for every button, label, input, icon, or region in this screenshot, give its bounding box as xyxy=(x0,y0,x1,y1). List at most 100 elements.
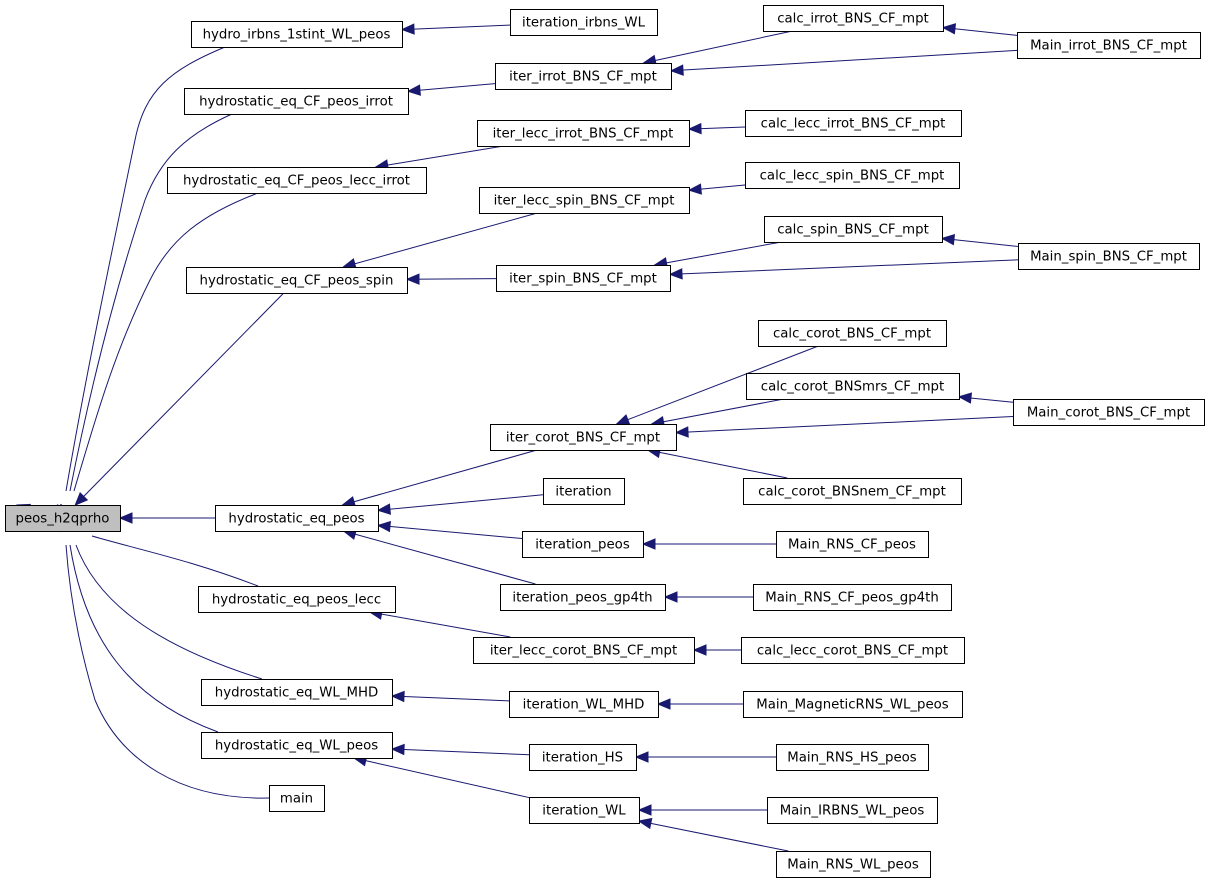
node-main[interactable]: main xyxy=(269,785,325,812)
node-box[interactable] xyxy=(776,531,929,558)
node-calc_corot_BNSmrs_CF_mpt[interactable]: calc_corot_BNSmrs_CF_mpt xyxy=(746,373,960,400)
node-Main_IRBNS_WL_peos[interactable]: Main_IRBNS_WL_peos xyxy=(767,797,938,824)
node-iter_lecc_spin_BNS_CF_mpt[interactable]: iter_lecc_spin_BNS_CF_mpt xyxy=(479,187,690,214)
node-Main_irrot_BNS_CF_mpt[interactable]: Main_irrot_BNS_CF_mpt xyxy=(1017,32,1201,59)
node-box[interactable] xyxy=(529,744,637,771)
node-hydrostatic_eq_CF_peos_irrot[interactable]: hydrostatic_eq_CF_peos_irrot xyxy=(184,88,409,115)
node-box[interactable] xyxy=(198,586,396,613)
node-box[interactable] xyxy=(269,785,325,812)
node-box[interactable] xyxy=(477,120,690,147)
node-Main_MagneticRNS_WL_peos[interactable]: Main_MagneticRNS_WL_peos xyxy=(743,691,963,718)
edge-line xyxy=(343,530,536,585)
node-box[interactable] xyxy=(495,63,672,90)
node-calc_corot_BNS_CF_mpt[interactable]: calc_corot_BNS_CF_mpt xyxy=(758,320,947,347)
node-box[interactable] xyxy=(1013,399,1205,426)
arrowhead xyxy=(941,23,957,35)
node-box[interactable] xyxy=(215,505,379,532)
node-Main_RNS_CF_peos[interactable]: Main_RNS_CF_peos xyxy=(776,531,929,558)
node-box[interactable] xyxy=(1018,243,1200,270)
node-label: Main_irrot_BNS_CF_mpt xyxy=(1030,39,1187,54)
node-iteration_irbns_WL[interactable]: iteration_irbns_WL xyxy=(510,9,658,36)
arrowhead xyxy=(637,804,652,816)
node-box[interactable] xyxy=(764,216,943,243)
node-hydrostatic_eq_WL_MHD[interactable]: hydrostatic_eq_WL_MHD xyxy=(201,679,393,706)
node-iteration[interactable]: iteration xyxy=(543,478,625,505)
node-iteration_peos_gp4th[interactable]: iteration_peos_gp4th xyxy=(500,584,666,611)
node-calc_lecc_irrot_BNS_CF_mpt[interactable]: calc_lecc_irrot_BNS_CF_mpt xyxy=(745,110,962,137)
node-Main_RNS_WL_peos[interactable]: Main_RNS_WL_peos xyxy=(776,851,931,878)
node-box[interactable] xyxy=(473,637,695,664)
node-box[interactable] xyxy=(543,478,625,505)
node-calc_spin_BNS_CF_mpt[interactable]: calc_spin_BNS_CF_mpt xyxy=(764,216,943,243)
edge-line xyxy=(65,46,226,492)
node-hydrostatic_eq_WL_peos[interactable]: hydrostatic_eq_WL_peos xyxy=(201,732,393,759)
node-iteration_WL_MHD[interactable]: iteration_WL_MHD xyxy=(509,691,659,718)
node-box[interactable] xyxy=(741,637,965,664)
node-box[interactable] xyxy=(529,797,640,824)
node-box[interactable] xyxy=(522,531,644,558)
node-iteration_WL[interactable]: iteration_WL xyxy=(529,797,640,824)
node-box[interactable] xyxy=(758,320,947,347)
arrowhead xyxy=(940,234,956,246)
node-box[interactable] xyxy=(743,478,962,505)
node-box[interactable] xyxy=(500,584,666,611)
edge-Main_IRBNS_WL_peos-to-iteration_WL xyxy=(637,804,767,816)
node-Main_RNS_CF_peos_gp4th[interactable]: Main_RNS_CF_peos_gp4th xyxy=(753,584,952,611)
node-box[interactable] xyxy=(201,679,393,706)
node-box[interactable] xyxy=(745,110,962,137)
edge-line xyxy=(65,544,270,799)
node-box[interactable] xyxy=(767,797,938,824)
node-label: Main_IRBNS_WL_peos xyxy=(780,804,925,819)
edge-line xyxy=(638,820,789,852)
node-Main_RNS_HS_peos[interactable]: Main_RNS_HS_peos xyxy=(776,744,929,771)
edge-line xyxy=(669,259,1019,275)
node-calc_lecc_corot_BNS_CF_mpt[interactable]: calc_lecc_corot_BNS_CF_mpt xyxy=(741,637,965,664)
node-iter_irrot_BNS_CF_mpt[interactable]: iter_irrot_BNS_CF_mpt xyxy=(495,63,672,90)
node-box[interactable] xyxy=(776,851,931,878)
node-Main_spin_BNS_CF_mpt[interactable]: Main_spin_BNS_CF_mpt xyxy=(1018,243,1200,270)
node-calc_corot_BNSnem_CF_mpt[interactable]: calc_corot_BNSnem_CF_mpt xyxy=(743,478,962,505)
node-box[interactable] xyxy=(167,167,427,194)
node-box[interactable] xyxy=(743,691,963,718)
node-iteration_HS[interactable]: iteration_HS xyxy=(529,744,637,771)
edge-hydrostatic_eq_WL_peos-to-peos_h2qprho xyxy=(57,503,219,733)
node-label: calc_lecc_spin_BNS_CF_mpt xyxy=(760,169,945,184)
node-box[interactable] xyxy=(201,732,393,759)
node-hydrostatic_eq_CF_peos_lecc_irrot[interactable]: hydrostatic_eq_CF_peos_lecc_irrot xyxy=(167,167,427,194)
node-box[interactable] xyxy=(745,162,960,189)
node-box[interactable] xyxy=(763,5,944,32)
node-box[interactable] xyxy=(509,691,659,718)
node-box[interactable] xyxy=(184,88,409,115)
node-box[interactable] xyxy=(191,21,403,48)
node-Main_corot_BNS_CF_mpt[interactable]: Main_corot_BNS_CF_mpt xyxy=(1013,399,1205,426)
node-box[interactable] xyxy=(1017,32,1201,59)
node-box[interactable] xyxy=(490,424,677,451)
node-hydrostatic_eq_peos[interactable]: hydrostatic_eq_peos xyxy=(215,505,379,532)
node-box[interactable] xyxy=(479,187,690,214)
node-hydrostatic_eq_CF_peos_spin[interactable]: hydrostatic_eq_CF_peos_spin xyxy=(186,267,408,294)
edge-calc_lecc_corot_BNS_CF_mpt-to-iter_lecc_corot_BNS_CF_mpt xyxy=(692,644,741,656)
node-peos_h2qprho[interactable]: peos_h2qprho xyxy=(5,505,121,532)
node-iter_spin_BNS_CF_mpt[interactable]: iter_spin_BNS_CF_mpt xyxy=(496,265,671,292)
node-box[interactable] xyxy=(186,267,408,294)
node-iter_lecc_irrot_BNS_CF_mpt[interactable]: iter_lecc_irrot_BNS_CF_mpt xyxy=(477,120,690,147)
node-box[interactable] xyxy=(746,373,960,400)
node-iter_corot_BNS_CF_mpt[interactable]: iter_corot_BNS_CF_mpt xyxy=(490,424,677,451)
node-hydro_irbns_1stint_WL_peos[interactable]: hydro_irbns_1stint_WL_peos xyxy=(191,21,403,48)
node-box[interactable] xyxy=(510,9,658,36)
node-calc_irrot_BNS_CF_mpt[interactable]: calc_irrot_BNS_CF_mpt xyxy=(763,5,944,32)
node-box[interactable] xyxy=(496,265,671,292)
edge-hydrostatic_eq_peos-to-peos_h2qprho xyxy=(118,512,215,524)
edge-Main_irrot_BNS_CF_mpt-to-iter_irrot_BNS_CF_mpt xyxy=(669,49,1018,76)
node-box[interactable] xyxy=(5,505,121,532)
node-label: Main_RNS_CF_peos_gp4th xyxy=(765,591,939,606)
node-box[interactable] xyxy=(776,744,929,771)
node-iteration_peos[interactable]: iteration_peos xyxy=(522,531,644,558)
node-box[interactable] xyxy=(753,584,952,611)
edge-line xyxy=(73,192,259,492)
node-hydrostatic_eq_peos_lecc[interactable]: hydrostatic_eq_peos_lecc xyxy=(198,586,396,613)
node-calc_lecc_spin_BNS_CF_mpt[interactable]: calc_lecc_spin_BNS_CF_mpt xyxy=(745,162,960,189)
edge-line xyxy=(391,695,510,702)
node-iter_lecc_corot_BNS_CF_mpt[interactable]: iter_lecc_corot_BNS_CF_mpt xyxy=(473,637,695,664)
node-label: iter_irrot_BNS_CF_mpt xyxy=(509,70,657,85)
